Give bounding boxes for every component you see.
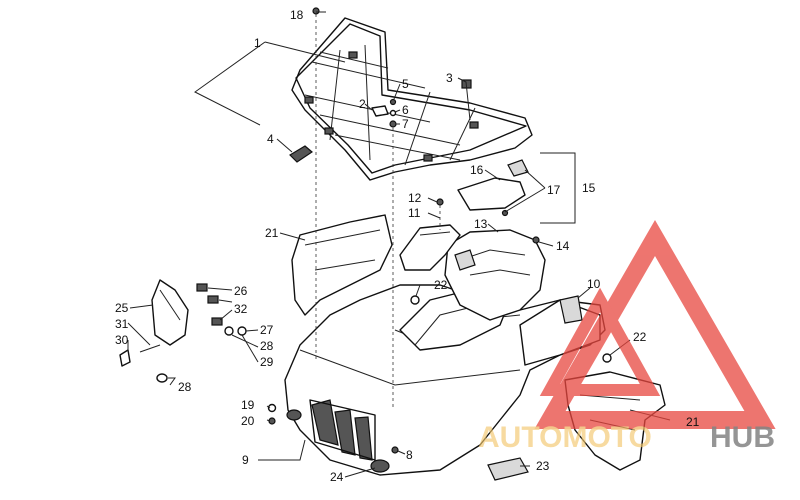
washer-19 [267,403,277,413]
callout-5: 5 [402,77,409,91]
washer-22-right [602,353,612,363]
bracket-line-15 [540,152,576,224]
watermark-triangle-inner [539,287,661,396]
callout-30: 30 [115,333,129,347]
callout-3: 3 [446,71,453,85]
side-panel-left [291,214,393,316]
bolt-18 [312,7,320,15]
callout-13: 13 [474,217,488,231]
callout-10: 10 [587,277,601,291]
callout-26: 26 [234,284,248,298]
leader-lines [127,11,671,478]
callout-25: 25 [115,301,129,315]
callout-23: 23 [536,459,550,473]
callout-24: 24 [330,470,344,484]
callout-21-left: 21 [265,226,279,240]
watermark-auto: AUTOMOTO [478,421,652,454]
callout-14: 14 [556,239,570,253]
callout-31: 31 [115,317,129,331]
screw-12 [436,198,444,206]
callout-22-right: 22 [633,330,647,344]
callout-9: 9 [242,453,249,467]
callout-12: 12 [408,191,422,205]
screw-14 [532,236,540,244]
watermark: AUTOMOTO HUB [478,219,776,454]
callout-21-right: 21 [686,415,700,429]
callout-20: 20 [241,414,255,428]
callout-11: 11 [408,206,421,220]
callout-17: 17 [547,183,561,197]
bolt-5 [389,98,397,106]
front-rack [291,17,533,181]
callout-22-left: 22 [434,278,448,292]
callout-28-top: 28 [260,339,274,353]
washer-22-left [410,295,420,305]
callout-16: 16 [470,163,484,177]
callout-2: 2 [359,97,366,111]
grommet-4 [289,145,313,163]
callout-28-bottom: 28 [178,380,192,394]
callout-19: 19 [241,398,255,412]
callout-7: 7 [402,117,409,131]
callout-1: 1 [254,36,261,50]
bracket-10 [559,295,583,324]
callout-labels: 18 1 2 3 4 5 6 7 16 17 15 12 11 13 14 21… [115,8,700,484]
washer-6 [389,109,397,117]
callout-4: 4 [267,132,274,146]
watermark-hub: HUB [710,421,775,454]
callout-15: 15 [582,181,596,195]
callout-29: 29 [260,355,274,369]
callout-27: 27 [260,323,274,337]
callout-8: 8 [406,448,413,462]
decal-23 [487,457,529,481]
cover-16 [457,159,529,217]
callout-18: 18 [290,8,304,22]
headlight-assembly [119,279,247,383]
watermark-triangle-outer [534,219,776,429]
callout-32: 32 [234,302,248,316]
nut-7 [389,120,397,128]
callout-6: 6 [402,103,409,117]
nut-8 [391,446,399,454]
bracket-11 [399,224,461,271]
